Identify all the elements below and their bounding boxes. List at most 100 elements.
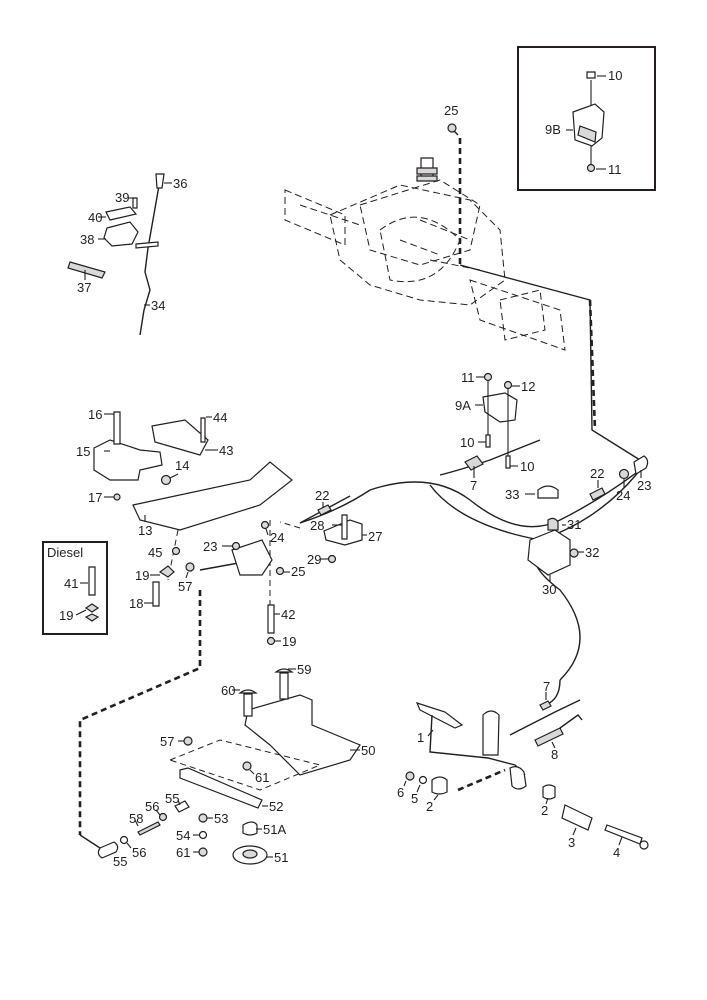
nut-32 [569,548,579,558]
callout-label: 45 [148,545,162,560]
bushing-2 [431,776,448,795]
callout-label: 24 [270,530,284,545]
callout-label: 57 [178,579,192,594]
ball-joint-23 [633,455,649,475]
inset-frame [42,541,108,635]
nut-61 [242,761,252,771]
inset-diesel: Diesel 41 19 [42,541,108,635]
callout-label: 14 [175,458,189,473]
callout-label: 30 [542,582,556,597]
callout-label: 2 [426,799,433,814]
callout-label: 15 [76,444,90,459]
spring-51a [242,821,258,836]
clamp-31 [547,517,559,531]
plate-40 [105,206,138,221]
spacer-3 [561,804,593,831]
inset-frame [517,46,656,191]
footplate-group: 16 44 15 43 14 17 13 45 [76,407,293,560]
brake-pedal-group: 1 7 8 6 5 2 2 3 4 [397,679,649,860]
callout-label: 44 [213,410,227,425]
callout-label: 28 [310,518,324,533]
callout-label: 10 [520,459,534,474]
callout-label: 61 [176,845,190,860]
callout-label: 19 [135,568,149,583]
cable-22-end [589,487,606,501]
callout-label: 7 [470,478,477,493]
knob-36 [155,173,165,189]
bolt-44 [200,417,206,443]
callout-label: 19 [59,608,73,623]
washer-54 [198,830,208,840]
bolt-10 [586,71,596,79]
bracket-15 [93,439,163,481]
nut-45 [171,546,181,556]
callout-label: 10 [608,68,622,83]
cable-bracket-27-group: 22 28 27 29 [299,488,382,567]
spacer-14 [160,474,172,486]
washer-53 [198,813,208,823]
callout-label: 18 [129,596,143,611]
callout-label: 11 [608,162,622,177]
screw-39 [132,197,138,209]
shift-lever-34 [139,179,161,336]
nut-57 [185,562,195,572]
callout-label: 19 [282,634,296,649]
callout-label: 23 [637,478,651,493]
bushing-2 [542,784,556,800]
callout-label: 13 [138,523,152,538]
nut-25 [447,123,457,133]
callout-label: 22 [590,466,604,481]
callout-label: 53 [214,811,228,826]
callout-label: 51A [263,822,286,837]
callout-label: 25 [444,103,458,118]
washer-17 [113,493,121,501]
washer-5 [418,775,428,785]
callout-label: 12 [521,379,535,394]
callout-label: 61 [255,770,269,785]
callout-label: 56 [145,799,159,814]
callout-label: 52 [269,799,283,814]
callout-label: 59 [297,662,311,677]
bolt-59 [279,672,289,700]
nut-56 [158,812,168,822]
callout-label: 9B [545,122,561,137]
callout-label: 54 [176,828,190,843]
ball-joint-55 [174,800,190,813]
callout-label: 22 [315,488,329,503]
pivot-bracket [231,539,273,576]
callout-label: 51 [274,850,288,865]
callout-label: 43 [219,443,233,458]
callout-label: 34 [151,298,165,313]
washer-56 [119,835,129,845]
ball-joint-55 [97,841,119,859]
nut-61 [198,847,208,857]
spring-37 [67,261,106,279]
clip-33 [537,485,559,499]
pivot-bracket-group: 23 24 25 57 19 18 42 19 [129,520,305,649]
callout-label: 17 [88,490,102,505]
bolt-23 [231,541,241,551]
footplate-13 [132,461,293,531]
callout-label: 39 [115,190,129,205]
callout-label: 7 [543,679,550,694]
bolt-60 [243,693,253,717]
callout-label: 4 [613,845,620,860]
callout-label: 9A [455,398,471,413]
pedal-pad [415,702,464,729]
cable-7-end [539,700,552,711]
bolt-4 [604,824,643,845]
transaxle-ghost [284,157,566,351]
callout-label: 2 [541,803,548,818]
nut-24 [260,520,270,530]
nut-25 [275,566,285,576]
callout-label: 56 [132,845,146,860]
bolt-16 [113,411,121,445]
callout-label: 1 [417,730,424,745]
nut-11 [586,163,596,173]
pedal-pad-43 [151,419,209,456]
callout-label: 55 [113,854,127,869]
callout-label: 31 [567,517,581,532]
callout-label: 37 [77,280,91,295]
inset-bracket-9b: 10 9B 11 [517,46,656,191]
